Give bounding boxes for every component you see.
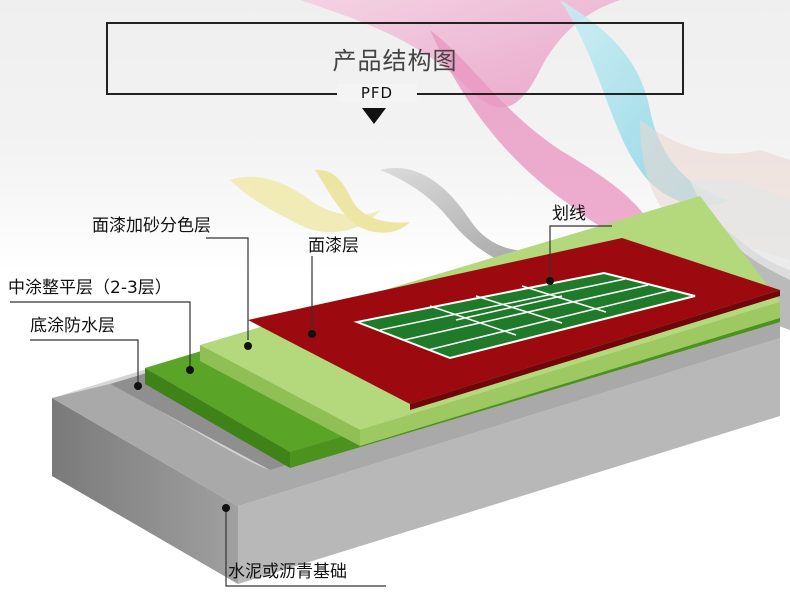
page-title: 产品结构图	[332, 47, 458, 75]
tennis-court	[353, 271, 696, 360]
down-arrow-icon	[362, 108, 386, 124]
leader-middle	[10, 301, 191, 368]
pfd-label: PFD	[337, 84, 417, 102]
label-primer: 底涂防水层	[30, 316, 115, 336]
leader-sand	[206, 237, 249, 340]
leader-lines	[10, 225, 612, 587]
leader-primer	[30, 339, 139, 385]
label-middle-leveling: 中涂整平层（2-3层）	[8, 278, 172, 298]
leader-line-marking	[549, 225, 612, 280]
label-top-paint-sand: 面漆加砂分色层	[92, 216, 211, 236]
leader-base	[225, 506, 386, 587]
label-line-marking: 划线	[552, 204, 586, 224]
label-top-paint: 面漆层	[308, 236, 359, 256]
leader-dots	[134, 277, 554, 512]
label-base: 水泥或沥青基础	[228, 562, 347, 582]
